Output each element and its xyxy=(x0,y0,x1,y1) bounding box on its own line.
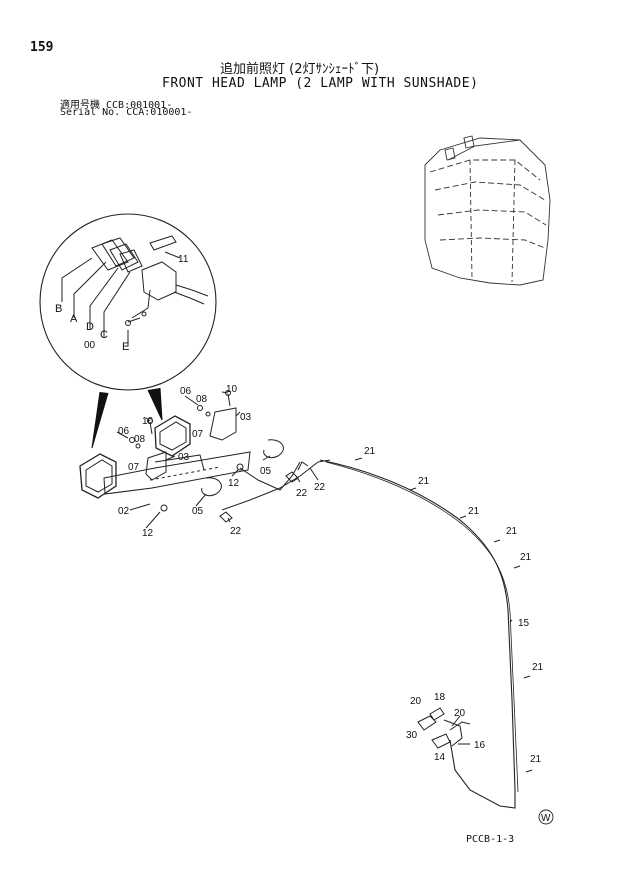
label-12b: 12 xyxy=(142,528,154,539)
label-B: B xyxy=(55,303,62,315)
label-21a: 21 xyxy=(364,446,376,457)
w-mark: W xyxy=(541,813,551,824)
page-number: 159 xyxy=(30,40,54,55)
label-22a: 22 xyxy=(230,526,242,537)
label-18: 18 xyxy=(434,692,446,703)
label-02: 02 xyxy=(118,506,130,517)
title-japanese: 追加前照灯 (2灯ｻﾝｼｪｰﾄﾞ下) xyxy=(220,62,380,77)
label-16: 16 xyxy=(474,740,486,751)
label-D: D xyxy=(86,321,94,333)
label-22c: 22 xyxy=(314,482,326,493)
label-12a: 12 xyxy=(228,478,240,489)
label-00: 00 xyxy=(84,340,96,351)
label-06b: 06 xyxy=(118,426,130,437)
label-14: 14 xyxy=(434,752,446,763)
serial-line-jp: 適用号機 CCB:001001- xyxy=(60,100,173,111)
label-20a: 20 xyxy=(410,696,422,707)
detail-circle xyxy=(39,213,217,391)
label-11: 11 xyxy=(178,254,189,265)
label-21e: 21 xyxy=(520,552,532,563)
label-C: C xyxy=(100,329,108,341)
label-10a: 10 xyxy=(226,384,238,395)
label-21d: 21 xyxy=(506,526,518,537)
footer-code: PCCB-1-3 xyxy=(466,834,515,845)
label-06a: 06 xyxy=(180,386,192,397)
w-mark-circle xyxy=(538,809,554,825)
label-03b: 03 xyxy=(178,452,190,463)
cab-outline xyxy=(424,135,551,286)
label-08b: 08 xyxy=(134,434,146,445)
label-15: 15 xyxy=(518,618,530,629)
label-20b: 20 xyxy=(454,708,466,719)
label-21f: 21 xyxy=(532,662,544,673)
serial-line-en: Serial No. CCA:010001- xyxy=(60,107,193,118)
label-E: E xyxy=(122,341,129,353)
harness-line xyxy=(319,459,516,809)
label-A: A xyxy=(70,313,78,325)
label-05b: 05 xyxy=(192,506,204,517)
label-22b: 22 xyxy=(296,488,308,499)
label-10b: 10 xyxy=(142,416,154,427)
label-21g: 21 xyxy=(530,754,542,765)
label-05a: 05 xyxy=(260,466,272,477)
label-21b: 21 xyxy=(418,476,430,487)
label-03a: 03 xyxy=(240,412,252,423)
title-english: FRONT HEAD LAMP (2 LAMP WITH SUNSHADE) xyxy=(162,76,479,91)
label-08a: 08 xyxy=(196,394,208,405)
label-30: 30 xyxy=(406,730,418,741)
label-07a: 07 xyxy=(192,429,204,440)
label-07b: 07 xyxy=(128,462,140,473)
label-21c: 21 xyxy=(468,506,480,517)
